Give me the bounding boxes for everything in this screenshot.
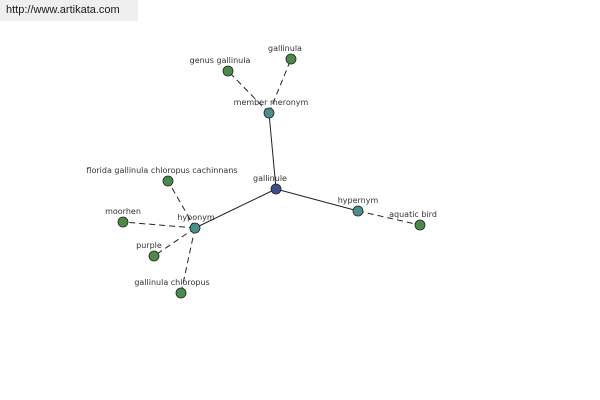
- edge-hyponym-purple: [153, 227, 196, 257]
- edge-hyponym-gallinula-chloropus: [180, 227, 196, 294]
- node-hypernym[interactable]: [352, 205, 364, 217]
- label-aquatic-bird[interactable]: aquatic bird: [389, 210, 437, 219]
- node-gallinula-chloropus[interactable]: [175, 287, 187, 299]
- label-purple[interactable]: purple: [136, 241, 162, 250]
- label-moorhen[interactable]: moorhen: [105, 207, 141, 216]
- node-purple[interactable]: [148, 250, 160, 262]
- label-gallinula[interactable]: gallinula: [268, 44, 302, 53]
- node-member-meronym[interactable]: [263, 107, 275, 119]
- node-aquatic-bird[interactable]: [414, 219, 426, 231]
- edge-hypernym-aquatic-bird: [357, 210, 421, 226]
- edge-gallinule-hyponym: [194, 188, 277, 229]
- edge-gallinule-hypernym: [275, 188, 359, 212]
- label-florida-gallinula[interactable]: florida gallinula chloropus cachinnans: [86, 166, 237, 175]
- label-member-meronym[interactable]: member meronym: [234, 98, 309, 107]
- node-florida-gallinula[interactable]: [162, 175, 174, 187]
- label-hyponym[interactable]: hyponym: [177, 213, 215, 222]
- node-hyponym[interactable]: [189, 222, 201, 234]
- source-url-banner: http://www.artikata.com: [0, 0, 138, 21]
- label-hypernym[interactable]: hypernym: [338, 196, 379, 205]
- node-moorhen[interactable]: [117, 216, 129, 228]
- source-url: http://www.artikata.com: [6, 4, 120, 16]
- node-gallinula[interactable]: [285, 53, 297, 65]
- label-gallinule[interactable]: gallinule: [253, 174, 287, 183]
- node-gallinule[interactable]: [270, 183, 282, 195]
- label-genus-gallinula[interactable]: genus gallinula: [190, 56, 251, 65]
- edge-hyponym-moorhen: [122, 221, 196, 229]
- label-gallinula-chloropus[interactable]: gallinula chloropus: [134, 278, 209, 287]
- edge-hyponym-florida-gallinula: [167, 180, 196, 229]
- edge-gallinule-member-meronym: [268, 112, 277, 190]
- node-genus-gallinula[interactable]: [222, 65, 234, 77]
